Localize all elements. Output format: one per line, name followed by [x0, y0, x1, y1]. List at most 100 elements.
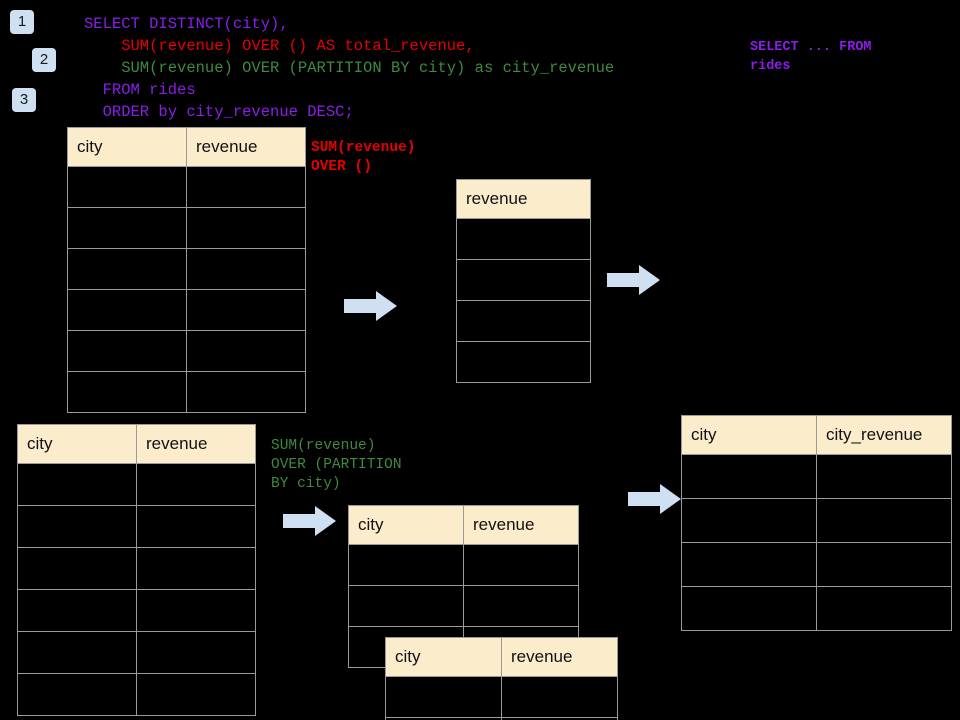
table-row [681, 542, 952, 587]
table-row [67, 166, 306, 208]
cell-city [348, 585, 464, 627]
table-source-bottom: city revenue [17, 424, 256, 716]
table-row [67, 371, 306, 413]
cell-revenue [463, 585, 579, 627]
cell-revenue [186, 289, 306, 331]
cell-city [67, 289, 187, 331]
cell-city [348, 544, 464, 586]
column-header-revenue: revenue [136, 424, 256, 464]
cell-city-revenue [816, 498, 952, 543]
table-header-row: city revenue [385, 637, 618, 677]
table-row [681, 498, 952, 543]
table-row [348, 544, 579, 586]
cell-city [67, 248, 187, 290]
cell-city [17, 589, 137, 632]
table-total-revenue: revenue [456, 179, 591, 383]
table-header-row: city revenue [67, 127, 306, 167]
table-row [67, 330, 306, 372]
cell-revenue [456, 259, 591, 301]
cell-city-revenue [816, 454, 952, 499]
cell-revenue [136, 505, 256, 548]
table-row [17, 631, 256, 674]
cell-revenue [186, 207, 306, 249]
table-header-row: city revenue [17, 424, 256, 464]
cell-city [17, 673, 137, 716]
cell-city [681, 498, 817, 543]
table-result: city city_revenue [681, 415, 952, 631]
cell-revenue [136, 631, 256, 674]
cell-revenue [186, 371, 306, 413]
column-header-revenue: revenue [456, 179, 591, 219]
table-row [456, 341, 591, 383]
table-row [17, 589, 256, 632]
column-header-city: city [681, 415, 817, 455]
table-row [17, 547, 256, 590]
annotation-sum-over-empty: SUM(revenue) OVER () [311, 140, 416, 175]
step-badge-3: 3 [12, 88, 36, 112]
table-row [681, 454, 952, 499]
arrow-right-icon-bottom-right [628, 484, 681, 514]
query-line-from: FROM rides [84, 81, 196, 99]
column-header-city: city [348, 505, 464, 545]
table-row [385, 676, 618, 718]
arrow-right-icon-top-right [607, 265, 660, 295]
table-header-row: revenue [456, 179, 591, 219]
table-row [681, 586, 952, 631]
table-header-row: city city_revenue [681, 415, 952, 455]
cell-revenue [136, 589, 256, 632]
cell-revenue [456, 341, 591, 383]
table-source-top: city revenue [67, 127, 306, 413]
column-header-revenue: revenue [501, 637, 618, 677]
cell-city-revenue [816, 586, 952, 631]
cell-revenue [463, 544, 579, 586]
query-line-city-revenue: SUM(revenue) OVER (PARTITION BY city) as… [84, 59, 615, 77]
cell-revenue [501, 676, 618, 718]
table-row [456, 259, 591, 301]
table-row [348, 585, 579, 627]
table-row [67, 248, 306, 290]
cell-city [681, 454, 817, 499]
query-line-select: SELECT DISTINCT(city), [84, 15, 289, 33]
table-header-row: city revenue [348, 505, 579, 545]
table-row [385, 717, 618, 720]
column-header-city: city [17, 424, 137, 464]
cell-city [17, 631, 137, 674]
table-row [456, 218, 591, 260]
cell-city [17, 505, 137, 548]
step-badge-1: 1 [10, 10, 34, 34]
column-header-city: city [385, 637, 502, 677]
cell-revenue [136, 547, 256, 590]
step-badge-2: 2 [32, 48, 56, 72]
table-row [17, 463, 256, 506]
table-row [17, 673, 256, 716]
cell-city [67, 166, 187, 208]
cell-city [681, 542, 817, 587]
annotation-sum-over-partition: SUM(revenue) OVER (PARTITION BY city) [271, 438, 402, 492]
column-header-revenue: revenue [186, 127, 306, 167]
cell-city [681, 586, 817, 631]
arrow-right-icon-top-left [344, 291, 397, 321]
cell-revenue [501, 717, 618, 720]
cell-revenue [186, 166, 306, 208]
cell-city [385, 676, 502, 718]
cell-city [67, 330, 187, 372]
table-row [67, 289, 306, 331]
table-row [456, 300, 591, 342]
table-row [67, 207, 306, 249]
query-line-total-revenue: SUM(revenue) OVER () AS total_revenue, [84, 37, 475, 55]
column-header-revenue: revenue [463, 505, 579, 545]
cell-revenue [186, 248, 306, 290]
arrow-right-icon-bottom-left [283, 506, 336, 536]
column-header-city-revenue: city_revenue [816, 415, 952, 455]
cell-revenue [456, 218, 591, 260]
query-line-order-by: ORDER by city_revenue DESC; [84, 103, 354, 121]
cell-city [67, 207, 187, 249]
cell-revenue [136, 673, 256, 716]
column-header-city: city [67, 127, 187, 167]
cell-city [67, 371, 187, 413]
cell-revenue [456, 300, 591, 342]
table-partition-front: city revenue [385, 637, 618, 720]
cell-city [17, 547, 137, 590]
table-row [17, 505, 256, 548]
